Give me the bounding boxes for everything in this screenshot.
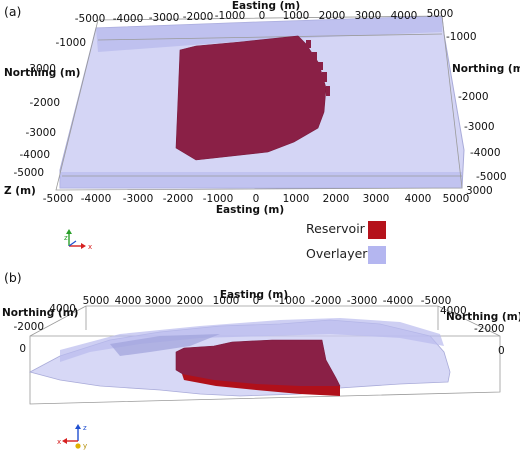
tick-label: -3000 — [149, 12, 180, 24]
tick-label: 3000 — [355, 10, 382, 22]
panel-a-left-z-tick: 3000 — [29, 63, 56, 75]
tick-label: -2000 — [183, 11, 214, 23]
panel-b-overlayer-upper-layer — [60, 318, 444, 362]
tick-label: -4000 — [383, 295, 414, 307]
tick-label: -5000 — [13, 167, 44, 179]
panel-b-left-northing-ticks: 4000 -2000 0 — [13, 303, 76, 355]
tick-label: -2000 — [29, 97, 60, 109]
tick-label: -4000 — [81, 193, 112, 205]
tick-label: -3000 — [464, 121, 495, 133]
panel-a-northing-title-right: Northing (m) — [452, 63, 520, 75]
tick-label: -5000 — [476, 171, 507, 183]
panel-b-orientation-triad: z x y — [57, 424, 87, 450]
panel-a-z-title: Z (m) — [4, 185, 36, 197]
panel-a-top-easting-ticks: -5000 -4000 -3000 -2000 -1000 0 1000 200… — [75, 8, 454, 25]
tick-label: -4000 — [113, 13, 144, 25]
tick-label: -3000 — [123, 193, 154, 205]
tick-label: 4000 — [440, 305, 467, 317]
tick-label: 0 — [19, 343, 26, 355]
legend-label-overlayer: Overlayer — [306, 246, 368, 261]
tick-label: 0 — [498, 345, 505, 357]
triad-b-z-label: z — [83, 424, 87, 432]
tick-label: -5000 — [421, 295, 452, 307]
panel-a-bottom-easting-ticks: -5000 -4000 -3000 -2000 -1000 0 1000 200… — [43, 193, 470, 205]
legend: Reservoir Overlayer — [306, 221, 386, 264]
tick-label: 3000 — [363, 193, 390, 205]
tick-label: -1000 — [215, 10, 246, 22]
panel-b-label: (b) — [4, 270, 22, 285]
tick-label: -1000 — [55, 37, 86, 49]
panel-b-northing-title-left: Northing (m) — [2, 307, 78, 319]
triad-b-y-label: y — [83, 442, 87, 450]
legend-swatch-reservoir — [368, 221, 386, 239]
tick-label: -5000 — [43, 193, 74, 205]
legend-label-reservoir: Reservoir — [306, 221, 366, 236]
panel-a-left-northing-ticks: -1000 -2000 -3000 -4000 -5000 — [13, 37, 86, 179]
tick-label: 0 — [253, 193, 260, 205]
panel-a-bounding-box — [55, 15, 463, 191]
panel-a-overlayer-bottom-rim — [60, 172, 462, 188]
tick-label: 4000 — [391, 10, 418, 22]
panel-a-easting-title-bottom: Easting (m) — [216, 204, 284, 216]
tick-label: -1000 — [203, 193, 234, 205]
panel-b-right-northing-ticks: 4000 -2000 0 — [440, 305, 505, 357]
tick-label: -2000 — [474, 323, 505, 335]
tick-label: 5000 — [427, 8, 454, 20]
tick-label: 2000 — [177, 295, 204, 307]
panel-a-easting-title-top: Easting (m) — [232, 0, 300, 12]
tick-label: -4000 — [470, 147, 501, 159]
tick-label: -1000 — [275, 295, 306, 307]
triad-x-label: x — [88, 243, 92, 251]
tick-label: -3000 — [347, 295, 378, 307]
tick-label: 5000 — [443, 193, 470, 205]
panel-b-overlayer-dark-fold — [110, 334, 220, 356]
panel-a-orientation-triad: z x — [64, 229, 92, 251]
tick-label: 1000 — [283, 193, 310, 205]
tick-label: 3000 — [145, 295, 172, 307]
panel-b-northing-title-right: Northing (m) — [446, 311, 520, 323]
tick-label: -4000 — [19, 149, 50, 161]
panel-b-easting-title: Easting (m) — [220, 289, 288, 301]
tick-label: 2000 — [319, 10, 346, 22]
tick-label: 4000 — [405, 193, 432, 205]
panel-b-reservoir-side — [182, 374, 340, 396]
tick-label: -3000 — [25, 127, 56, 139]
tick-label: 2000 — [323, 193, 350, 205]
tick-label: -2000 — [13, 321, 44, 333]
legend-swatch-overlayer — [368, 246, 386, 264]
tick-label: 5000 — [83, 295, 110, 307]
tick-label: 0 — [259, 10, 266, 22]
triad-z-label: z — [64, 234, 68, 242]
tick-label: -2000 — [163, 193, 194, 205]
tick-label: 1000 — [283, 10, 310, 22]
panel-a-reservoir-steps — [306, 40, 330, 96]
panel-a-northing-title-left: Northing (m) — [4, 67, 80, 79]
tick-label: -2000 — [458, 91, 489, 103]
panel-a-right-northing-ticks: -1000 -2000 -3000 -4000 -5000 — [446, 31, 507, 183]
panel-a-label: (a) — [4, 4, 21, 19]
tick-label: -2000 — [311, 295, 342, 307]
panel-b-easting-ticks: 5000 4000 3000 2000 1000 0 -1000 -2000 -… — [83, 295, 452, 307]
tick-label: 1000 — [213, 295, 240, 307]
triad-b-x-label: x — [57, 438, 61, 446]
tick-label: 0 — [253, 295, 260, 307]
tick-label: -5000 — [75, 13, 106, 25]
tick-label: 4000 — [115, 295, 142, 307]
panel-a-overlayer-top-rim — [96, 16, 442, 52]
tick-label: 4000 — [49, 303, 76, 315]
tick-label: -1000 — [446, 31, 477, 43]
panel-a-right-z-tick: 3000 — [466, 185, 493, 197]
